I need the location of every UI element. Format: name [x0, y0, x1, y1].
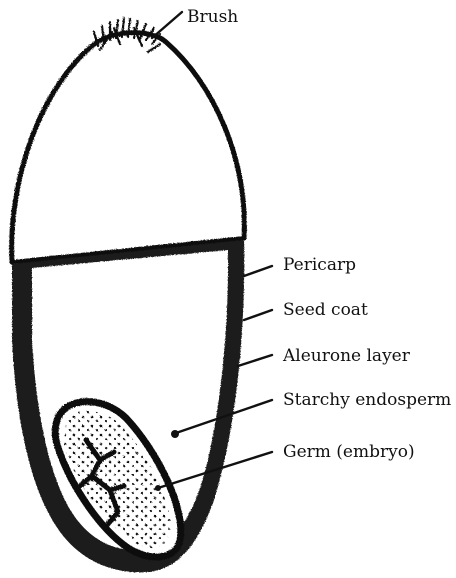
seed-coat-leader [244, 310, 272, 320]
germ-leader-dot [155, 485, 161, 491]
label-germ-embryo: Germ (embryo) [283, 442, 415, 462]
label-starchy-endosperm: Starchy endosperm [283, 390, 451, 410]
label-seed-coat: Seed coat [283, 300, 368, 320]
pericarp-leader [244, 266, 272, 276]
endosperm-leader-dot [171, 430, 179, 438]
brush-leader [152, 12, 182, 38]
seed-outline-upper [12, 33, 245, 262]
label-aleurone-layer: Aleurone layer [282, 346, 411, 366]
label-pericarp: Pericarp [283, 255, 356, 275]
label-brush: Brush [187, 7, 238, 27]
aleurone-leader [238, 355, 272, 366]
